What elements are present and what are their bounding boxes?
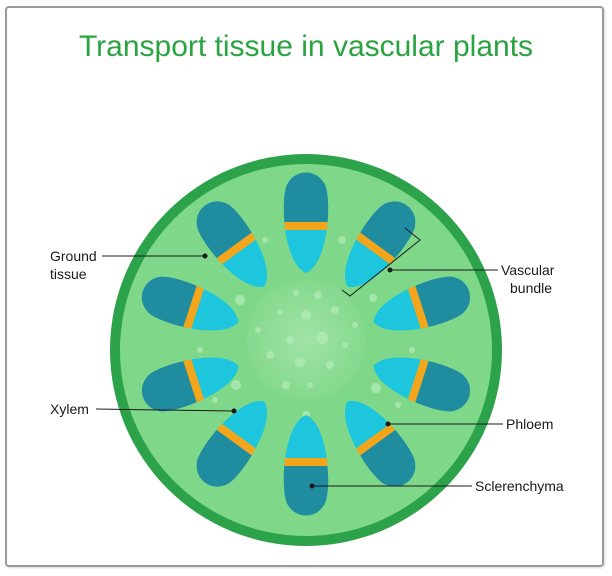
sclerenchyma-dot: [309, 483, 315, 489]
diagram-title: Transport tissue in vascular plants: [78, 30, 534, 63]
pith-area: [246, 280, 366, 400]
cambium-band: [210, 228, 263, 269]
xylem-label: Xylem: [50, 401, 89, 417]
xylem-dot: [231, 408, 237, 414]
cambium-band: [349, 419, 402, 460]
phloem-label: Phloem: [506, 416, 553, 432]
cambium-band: [181, 278, 207, 337]
vascular-bundle-label-line1: Vascular: [501, 262, 555, 278]
cambium-band: [283, 458, 329, 466]
sclerenchyma-label: Sclerenchyma: [475, 478, 564, 494]
ground-tissue-cells: [197, 236, 415, 419]
ground-tissue-label-line2: tissue: [50, 266, 87, 282]
cambium-band: [181, 351, 207, 410]
cambium-band: [210, 419, 263, 460]
vascular-bundle-dot: [387, 267, 393, 273]
ground-tissue-dot: [202, 253, 208, 259]
cambium-band: [349, 228, 402, 269]
xylem-leader: [95, 408, 235, 412]
cambium-band: [405, 351, 431, 410]
phloem-dot: [385, 421, 391, 427]
cambium-band: [405, 278, 431, 337]
vascular-bundle-label-line2: bundle: [510, 280, 552, 296]
vascular-bundle-bracket: [341, 227, 421, 297]
leader-lines: [95, 227, 503, 487]
ground-tissue-label-line1: Ground: [50, 248, 97, 264]
cambium-band: [283, 222, 329, 230]
pointer-dots: [202, 253, 393, 489]
